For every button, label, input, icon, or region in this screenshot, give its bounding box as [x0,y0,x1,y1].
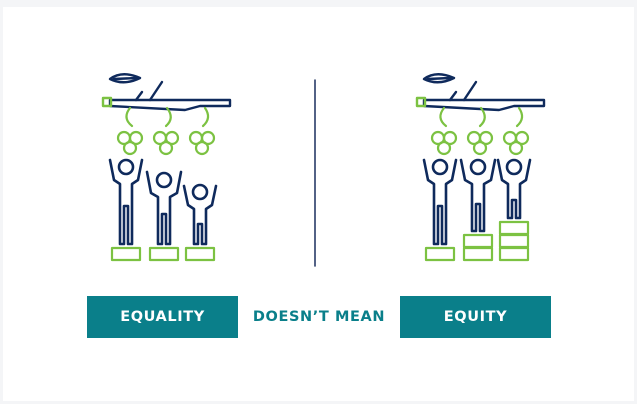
person-icon [145,170,183,246]
person-icon [422,158,458,246]
equality-label: EQUALITY [87,296,238,338]
equity-label: EQUITY [400,296,551,338]
fruit-cluster-icon [116,106,216,156]
person-icon [108,158,144,246]
doesnt-mean-label: DOESN’T MEAN [252,309,386,325]
person-icon [182,183,218,246]
equality-panel [101,73,232,262]
person-icon [459,158,497,233]
crate-icon [424,220,530,262]
fruit-cluster-icon [430,106,530,156]
branch-icon [108,73,232,112]
equity-panel [415,73,546,262]
branch-icon [422,73,546,112]
crate-icon [110,246,216,262]
person-icon [496,158,532,220]
